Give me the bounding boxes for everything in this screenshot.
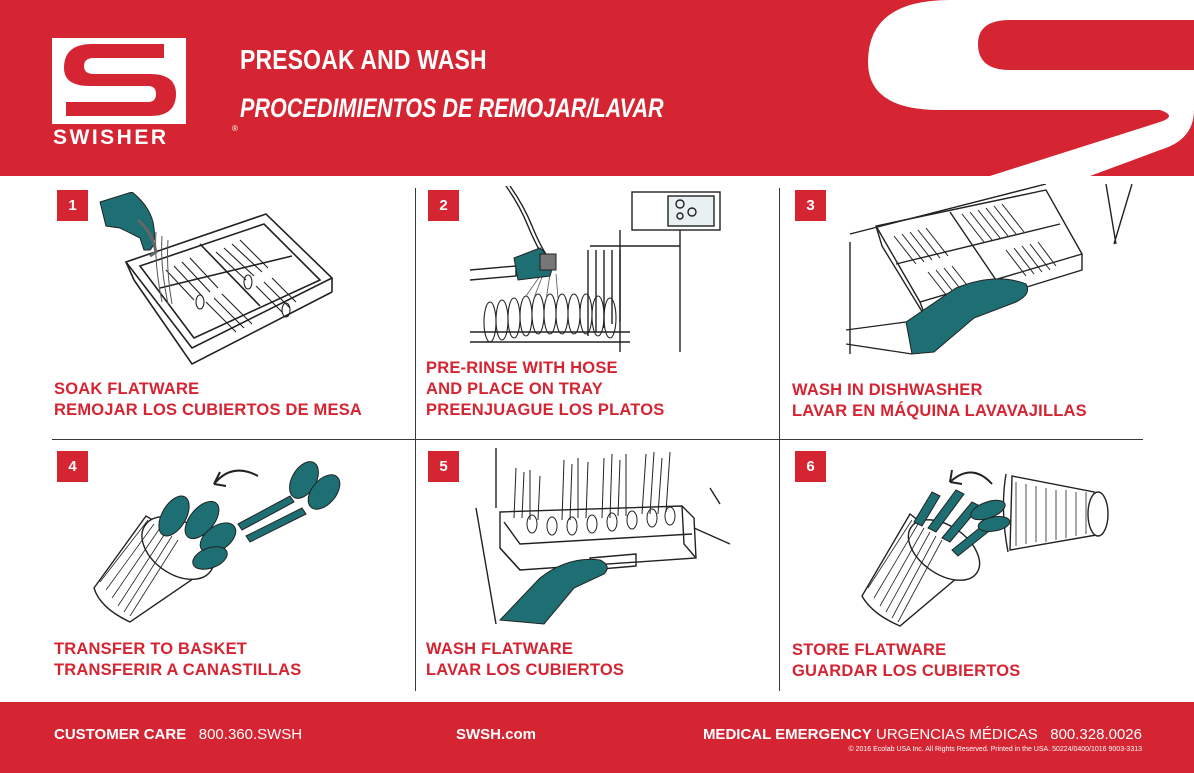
swisher-logo: SWISHER ®	[52, 38, 238, 150]
customer-care-label: CUSTOMER CARE	[54, 726, 187, 743]
caption-line-en: STORE FLATWARE	[792, 641, 947, 659]
step-caption: STORE FLATWARE GUARDAR LOS CUBIERTOS	[792, 640, 1021, 682]
step-number-badge: 4	[57, 451, 88, 482]
caption-line-en-2: AND PLACE ON TRAY	[426, 380, 603, 398]
step-caption: WASH IN DISHWASHER LAVAR EN MÁQUINA LAVA…	[792, 380, 1087, 422]
dishwasher-rack-illustration-icon	[846, 184, 1133, 355]
caption-line-es: TRANSFERIR A CANASTILLAS	[54, 661, 302, 679]
step-caption: SOAK FLATWARE REMOJAR LOS CUBIERTOS DE M…	[54, 379, 362, 421]
swoosh-graphic	[868, 0, 1194, 176]
customer-care-phone: 800.360.SWSH	[198, 726, 303, 743]
brand-name: SWISHER	[53, 126, 169, 149]
caption-line-en: WASH FLATWARE	[426, 640, 574, 658]
step-caption: TRANSFER TO BASKET TRANSFERIR A CANASTIL…	[54, 639, 301, 681]
flatware-tray-soak-illustration-icon	[99, 192, 334, 366]
caption-line-es: LAVAR EN MÁQUINA LAVAVAJILLAS	[792, 402, 1087, 420]
caption-line-en: SOAK FLATWARE	[54, 380, 200, 398]
caption-line-es: GUARDAR LOS CUBIERTOS	[792, 662, 1021, 680]
emergency-label-es: URGENCIAS MÉDICAS	[876, 726, 1038, 743]
wash-flatware-illustration-icon	[475, 448, 731, 625]
caption-line-es: PREENJUAGUE LOS PLATOS	[426, 401, 665, 419]
caption-line-en: WASH IN DISHWASHER	[792, 381, 983, 399]
caption-line-en: PRE-RINSE WITH HOSE	[426, 359, 618, 377]
grid-horizontal-line	[52, 439, 1143, 440]
caption-line-en: TRANSFER TO BASKET	[54, 640, 248, 658]
caption-line-es: REMOJAR LOS CUBIERTOS DE MESA	[54, 401, 363, 419]
medical-emergency: MEDICAL EMERGENCY URGENCIAS MÉDICAS 800.…	[703, 726, 1142, 743]
customer-care: CUSTOMER CARE 800.360.SWSH	[54, 726, 302, 743]
swisher-s-logo-icon	[52, 38, 186, 124]
step-number-badge: 6	[795, 451, 826, 482]
registered-mark: ®	[232, 124, 238, 133]
page-subtitle: PROCEDIMIENTOS DE REMOJAR/LAVAR	[240, 93, 664, 123]
step-number-badge: 3	[795, 190, 826, 221]
step-number-badge: 1	[57, 190, 88, 221]
pre-rinse-hose-illustration-icon	[470, 186, 721, 352]
step-caption: PRE-RINSE WITH HOSE AND PLACE ON TRAY PR…	[426, 358, 665, 421]
page-title: PRESOAK AND WASH	[240, 44, 487, 75]
caption-line-es: LAVAR LOS CUBIERTOS	[426, 661, 625, 679]
basket-transfer-illustration-icon	[93, 461, 341, 623]
footer-bar: CUSTOMER CARE 800.360.SWSH SWSH.com MEDI…	[0, 702, 1194, 773]
emergency-label: MEDICAL EMERGENCY	[702, 726, 872, 743]
copyright-notice: © 2016 Ecolab USA Inc. All Rights Reserv…	[848, 746, 1142, 753]
store-flatware-illustration-icon	[861, 469, 1109, 627]
website-link[interactable]: SWSH.com	[456, 726, 537, 743]
header-banner: SWISHER ® PRESOAK AND WASH PROCEDIMIENTO…	[0, 0, 1194, 176]
emergency-phone: 800.328.0026	[1050, 726, 1142, 743]
step-number-badge: 2	[428, 190, 459, 221]
step-number-badge: 5	[428, 451, 459, 482]
step-caption: WASH FLATWARE LAVAR LOS CUBIERTOS	[426, 639, 624, 681]
